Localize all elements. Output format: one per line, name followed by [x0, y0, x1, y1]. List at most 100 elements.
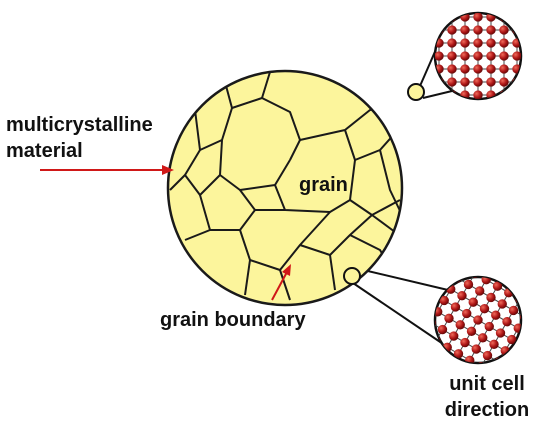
atom — [525, 38, 534, 47]
atom — [434, 0, 443, 9]
atom — [473, 90, 483, 99]
atom — [473, 116, 482, 125]
atom — [466, 251, 475, 260]
atom — [411, 294, 420, 303]
atom — [460, 51, 470, 61]
atom — [473, 0, 482, 9]
atom — [510, 277, 520, 287]
atom — [486, 25, 496, 35]
inspect-point-bottom — [343, 267, 361, 285]
atom — [396, 346, 405, 355]
atom — [499, 51, 509, 61]
unit-cell-zoom-bottom — [396, 227, 541, 368]
atom — [415, 312, 424, 321]
atom — [533, 290, 541, 299]
atom — [511, 352, 521, 362]
zoom-connector-bottom — [352, 267, 453, 351]
atom — [435, 13, 444, 22]
atom — [512, 90, 521, 99]
atom — [461, 233, 470, 242]
atom — [435, 289, 438, 299]
atom — [523, 359, 532, 368]
atom — [437, 249, 446, 258]
atom — [435, 51, 444, 61]
atom — [499, 116, 508, 125]
grain-label: grain — [299, 174, 348, 196]
unit-cell-label-line2: direction — [444, 399, 530, 421]
atom — [531, 319, 540, 328]
atom — [450, 302, 461, 312]
atom — [479, 304, 490, 314]
atom — [499, 103, 508, 112]
boundary-arrow — [271, 264, 291, 301]
atom — [408, 51, 417, 60]
atom — [473, 64, 483, 74]
atom — [471, 344, 481, 354]
multicrystalline-material-label: multicrystalline material — [6, 112, 153, 164]
atom — [422, 301, 431, 310]
inspect-point-top — [407, 83, 425, 101]
atom — [499, 277, 509, 280]
atom — [460, 38, 470, 48]
atom — [512, 0, 521, 9]
atom — [408, 25, 417, 34]
atom — [486, 292, 496, 303]
atom — [473, 38, 483, 48]
atom — [460, 64, 470, 74]
atom — [473, 25, 483, 35]
atom — [455, 320, 465, 330]
atom — [492, 281, 503, 291]
atom — [404, 305, 413, 314]
atom — [421, 25, 430, 34]
atom — [457, 291, 467, 301]
atom — [486, 77, 496, 87]
atom — [450, 227, 459, 236]
atom — [528, 272, 537, 281]
atom — [518, 341, 521, 351]
atom — [488, 264, 497, 273]
atom — [486, 64, 496, 74]
atom — [459, 262, 468, 271]
atom — [430, 260, 439, 269]
unit-cell-label-line1: unit cell — [449, 373, 525, 395]
atom — [478, 333, 488, 343]
atom — [460, 77, 470, 87]
atom — [421, 12, 430, 21]
atom — [489, 339, 499, 349]
atom — [434, 103, 443, 112]
grain-boundary-line — [199, 81, 233, 151]
atom — [517, 266, 526, 275]
atom — [447, 51, 457, 61]
atom — [525, 64, 534, 73]
atom — [447, 0, 456, 9]
unit-cell-zoom-top — [408, 0, 534, 125]
atom — [463, 279, 474, 290]
atom — [402, 334, 411, 343]
atom — [436, 353, 446, 363]
atom — [460, 103, 469, 112]
atom — [491, 310, 501, 320]
multicrystalline-label-line2: material — [6, 140, 83, 162]
atom — [486, 116, 495, 125]
atom — [512, 116, 521, 125]
atom — [447, 103, 456, 112]
atom — [447, 360, 457, 363]
atom — [414, 341, 423, 350]
atom — [525, 12, 534, 21]
atom — [507, 334, 517, 345]
atom — [408, 38, 417, 47]
atom — [475, 286, 485, 296]
atom — [482, 350, 493, 361]
atom — [495, 328, 506, 338]
atom — [434, 116, 443, 125]
atom — [439, 295, 449, 306]
atom — [486, 51, 496, 61]
atom — [460, 0, 469, 9]
atom — [454, 244, 463, 253]
atom — [425, 347, 434, 356]
atom — [497, 299, 507, 309]
atom — [486, 0, 495, 9]
atom — [466, 326, 477, 336]
atom — [499, 38, 509, 48]
grain-boundary-label: grain boundary — [160, 309, 306, 331]
